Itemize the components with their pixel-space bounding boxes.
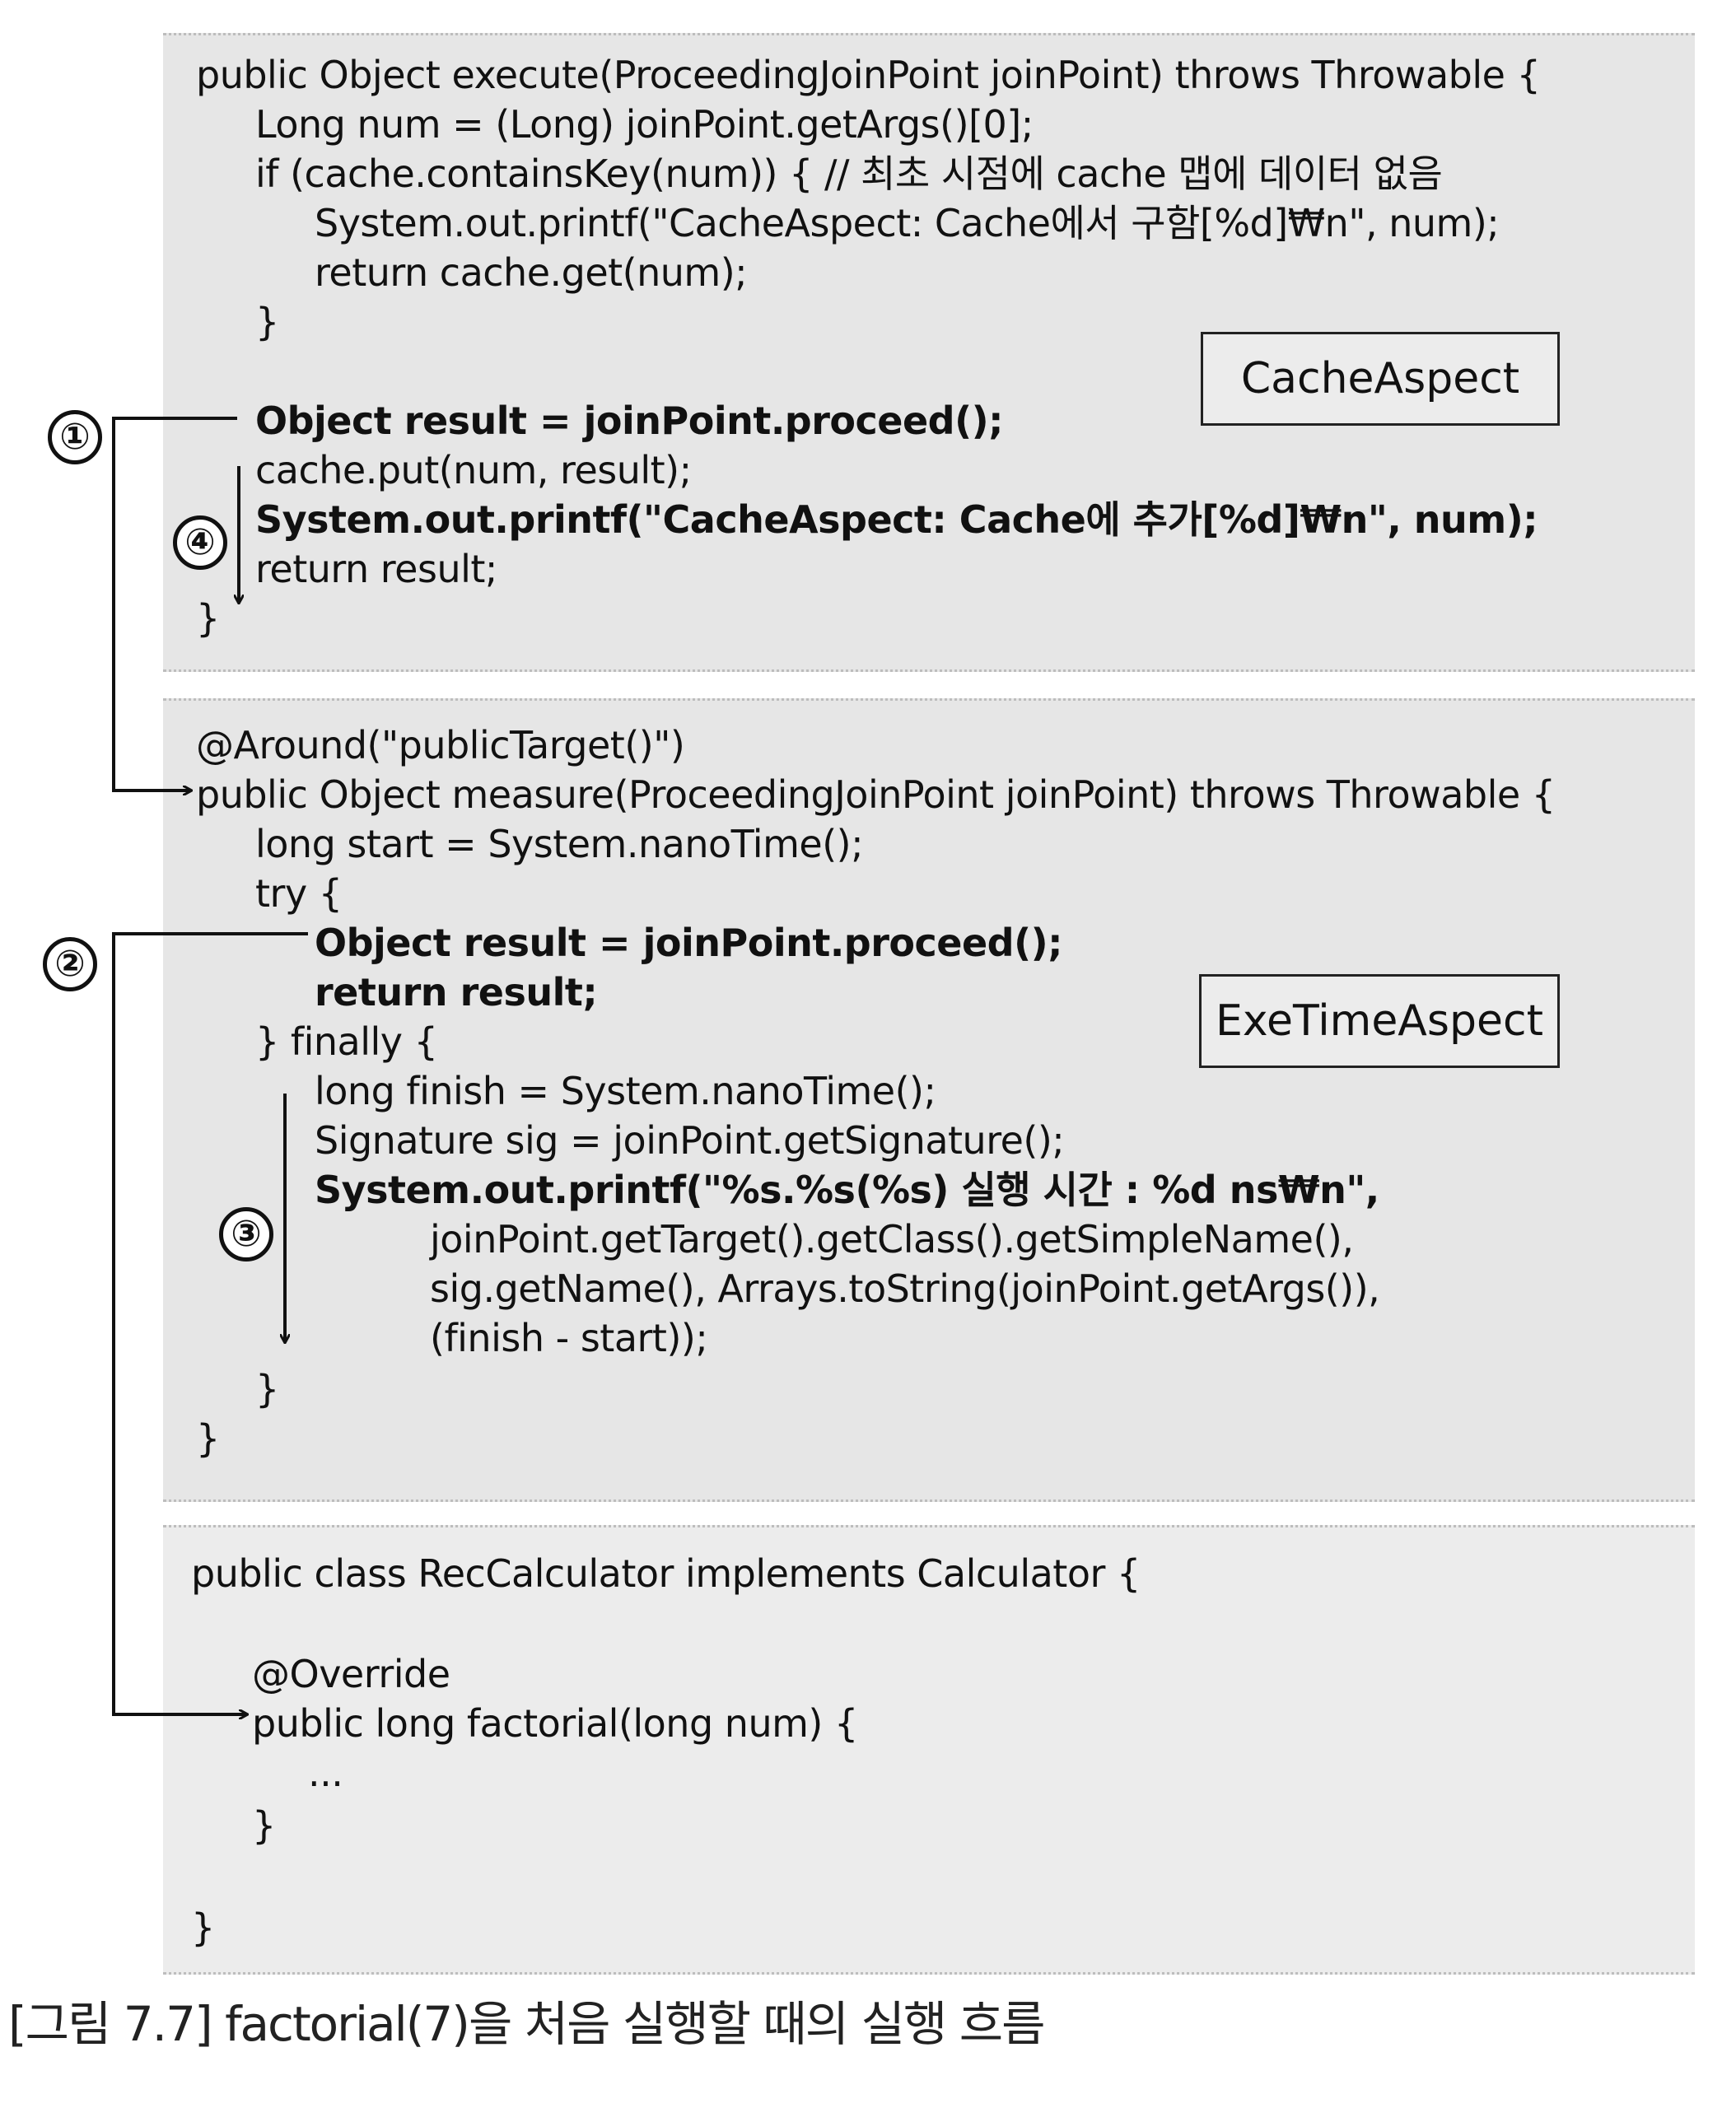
code-line: } bbox=[196, 1416, 220, 1461]
cache-aspect-panel: public Object execute(ProceedingJoinPoin… bbox=[163, 33, 1695, 672]
code-line: cache.put(num, result); bbox=[255, 448, 692, 492]
code-line-proceed: Object result = joinPoint.proceed(); bbox=[255, 399, 1004, 443]
code-line: } bbox=[252, 1803, 276, 1848]
rec-calculator-panel: public class RecCalculator implements Ca… bbox=[163, 1525, 1695, 1975]
code-line-return: return result; bbox=[315, 970, 598, 1014]
code-line: public long factorial(long num) { bbox=[252, 1701, 858, 1746]
code-line: } bbox=[255, 300, 279, 344]
code-line-proceed: Object result = joinPoint.proceed(); bbox=[315, 921, 1063, 965]
code-line-ellipsis: ... bbox=[308, 1751, 343, 1795]
step-marker-2: ② bbox=[43, 937, 97, 991]
code-line: (finish - start)); bbox=[430, 1316, 708, 1360]
step-marker-3: ③ bbox=[219, 1207, 273, 1262]
code-line: } bbox=[196, 596, 220, 641]
code-line: return cache.get(num); bbox=[315, 250, 748, 295]
code-line-printf: System.out.printf("%s.%s(%s) 실행 시간 : %d … bbox=[315, 1168, 1379, 1212]
code-line: System.out.printf("CacheAspect: Cache에서 … bbox=[315, 201, 1500, 245]
code-line-annotation: @Around("publicTarget()") bbox=[196, 723, 685, 767]
figure-caption: [그림 7.7] factorial(7)을 처음 실행할 때의 실행 흐름 bbox=[8, 1996, 1045, 2052]
code-line: try { bbox=[255, 871, 343, 916]
code-line: return result; bbox=[255, 547, 497, 591]
code-line: } bbox=[191, 1905, 215, 1950]
code-line-printf: System.out.printf("CacheAspect: Cache에 추… bbox=[255, 497, 1538, 542]
code-line: public class RecCalculator implements Ca… bbox=[191, 1551, 1141, 1596]
code-line: Long num = (Long) joinPoint.getArgs()[0]… bbox=[255, 102, 1034, 147]
code-line: long start = System.nanoTime(); bbox=[255, 822, 864, 866]
code-line: joinPoint.getTarget().getClass().getSimp… bbox=[430, 1217, 1354, 1262]
code-line: sig.getName(), Arrays.toString(joinPoint… bbox=[430, 1266, 1380, 1311]
code-line: Signature sig = joinPoint.getSignature()… bbox=[315, 1118, 1065, 1163]
code-line: long finish = System.nanoTime(); bbox=[315, 1069, 936, 1113]
step-marker-1: ① bbox=[48, 410, 102, 464]
exe-time-aspect-label: ExeTimeAspect bbox=[1199, 974, 1560, 1068]
code-line: } finally { bbox=[255, 1019, 438, 1064]
code-line: if (cache.containsKey(num)) { // 최초 시점에 … bbox=[255, 152, 1443, 196]
cache-aspect-label: CacheAspect bbox=[1201, 332, 1560, 426]
code-line: } bbox=[255, 1367, 279, 1411]
exe-time-aspect-panel: @Around("publicTarget()") public Object … bbox=[163, 698, 1695, 1502]
code-line: public Object execute(ProceedingJoinPoin… bbox=[196, 53, 1541, 97]
code-line-annotation: @Override bbox=[252, 1652, 450, 1696]
code-line: public Object measure(ProceedingJoinPoin… bbox=[196, 772, 1556, 817]
step-marker-4: ④ bbox=[173, 515, 227, 570]
